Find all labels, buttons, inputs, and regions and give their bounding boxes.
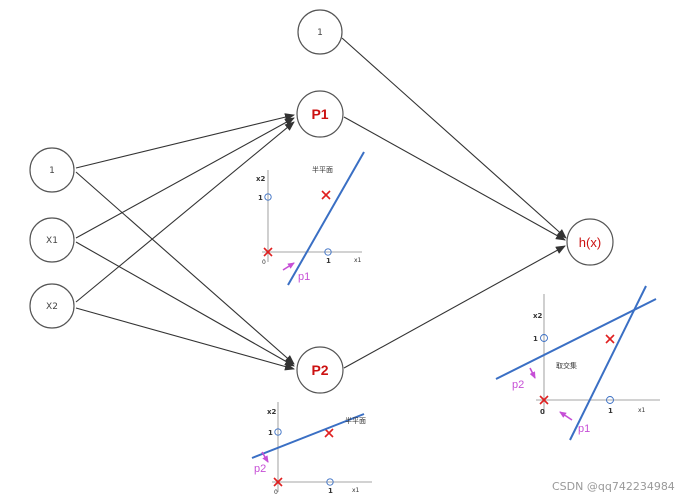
plot-p1-line-label: p1 bbox=[298, 271, 310, 283]
plot-h-y-axis-label: x2 bbox=[533, 312, 543, 320]
plot-p2-line-label: p2 bbox=[254, 463, 266, 475]
plot-p2-cross-origin bbox=[273, 477, 283, 487]
plot-p2-origin: 0 bbox=[274, 489, 278, 496]
plot-p1-cross-11 bbox=[321, 190, 331, 200]
node-p2: P2 bbox=[296, 346, 344, 394]
plot-p1-x-axis-label: x1 bbox=[354, 257, 362, 264]
plot-h-point-01 bbox=[540, 334, 548, 342]
edge-x2-p1 bbox=[75, 121, 295, 303]
node-bias-hidden-label: 1 bbox=[317, 28, 323, 38]
plot-h-normal-arrow-p1 bbox=[559, 411, 573, 421]
plot-p1-origin: 0 bbox=[262, 259, 266, 266]
plot-p2-y-axis-label: x2 bbox=[267, 408, 277, 416]
plot-p1-y-axis-label: x2 bbox=[256, 175, 266, 183]
plot-p1-tick-x: 1 bbox=[326, 257, 331, 265]
node-x2: X2 bbox=[29, 283, 75, 329]
edge-bias-output bbox=[341, 37, 567, 239]
plot-p1-point-01 bbox=[264, 193, 272, 201]
plot-h-boundary-line-p1 bbox=[569, 285, 647, 441]
node-output-label: h(x) bbox=[579, 235, 601, 250]
node-p1-label: P1 bbox=[311, 106, 328, 122]
plot-p2-boundary-line bbox=[251, 413, 365, 459]
node-bias-input: 1 bbox=[29, 147, 75, 193]
plot-h: x2 1 0 1 x1 取交集 p2 p1 bbox=[495, 285, 660, 441]
plot-h-line-label-p1: p1 bbox=[578, 423, 590, 435]
plot-p1-region-label: 半平面 bbox=[312, 165, 333, 174]
plot-p1-tick-y: 1 bbox=[258, 194, 263, 202]
plot-p1-boundary-line bbox=[287, 151, 365, 286]
plot-h-point-10 bbox=[606, 396, 614, 404]
edge-p1-output bbox=[343, 116, 566, 241]
edge-x1-p2 bbox=[75, 241, 295, 367]
plot-p2: x2 1 0 1 x1 半平面 p2 bbox=[251, 402, 372, 496]
plot-p2-cross-11 bbox=[324, 428, 334, 438]
plot-h-boundary-line-p2 bbox=[495, 298, 657, 380]
plot-h-line-label-p2: p2 bbox=[512, 379, 524, 391]
plot-p1-cross-origin bbox=[263, 247, 273, 257]
plot-h-x-axis-label: x1 bbox=[638, 407, 646, 414]
plot-h-tick-x: 1 bbox=[608, 407, 613, 415]
plot-p2-point-10 bbox=[326, 478, 334, 486]
plot-h-tick-y: 1 bbox=[533, 335, 538, 343]
plot-p2-normal-arrow bbox=[261, 451, 269, 463]
edge-p2-output bbox=[343, 245, 566, 369]
plot-h-cross-origin bbox=[539, 395, 549, 405]
edge-input1-p1 bbox=[75, 113, 295, 169]
plot-h-region-label: 取交集 bbox=[556, 361, 577, 370]
plot-p1-normal-arrow bbox=[282, 262, 295, 271]
edge-x1-p1 bbox=[75, 117, 295, 239]
watermark: CSDN @qq742234984 bbox=[552, 480, 675, 493]
node-x2-label: X2 bbox=[46, 302, 58, 312]
plot-h-origin: 0 bbox=[540, 408, 545, 416]
node-bias-input-label: 1 bbox=[49, 166, 55, 176]
plot-p2-tick-y: 1 bbox=[268, 429, 273, 437]
node-x1-label: X1 bbox=[46, 236, 58, 246]
network-edges bbox=[75, 37, 567, 371]
plot-p1-point-10 bbox=[324, 248, 332, 256]
plot-h-normal-arrow-p2 bbox=[529, 367, 536, 379]
node-p2-label: P2 bbox=[311, 362, 328, 378]
node-p1: P1 bbox=[296, 90, 344, 138]
node-output: h(x) bbox=[566, 218, 614, 266]
plot-p1: x2 1 0 1 x1 半平面 p1 bbox=[256, 151, 365, 286]
node-bias-hidden: 1 bbox=[297, 9, 343, 55]
plot-p2-region-label: 半平面 bbox=[345, 416, 366, 425]
edge-input1-p2 bbox=[75, 171, 295, 365]
plot-p2-x-axis-label: x1 bbox=[352, 487, 360, 494]
node-x1: X1 bbox=[29, 217, 75, 263]
plot-h-cross-11 bbox=[605, 334, 615, 344]
plot-p2-tick-x: 1 bbox=[328, 487, 333, 495]
edge-x2-p2 bbox=[75, 307, 295, 371]
plot-p2-point-01 bbox=[274, 428, 282, 436]
